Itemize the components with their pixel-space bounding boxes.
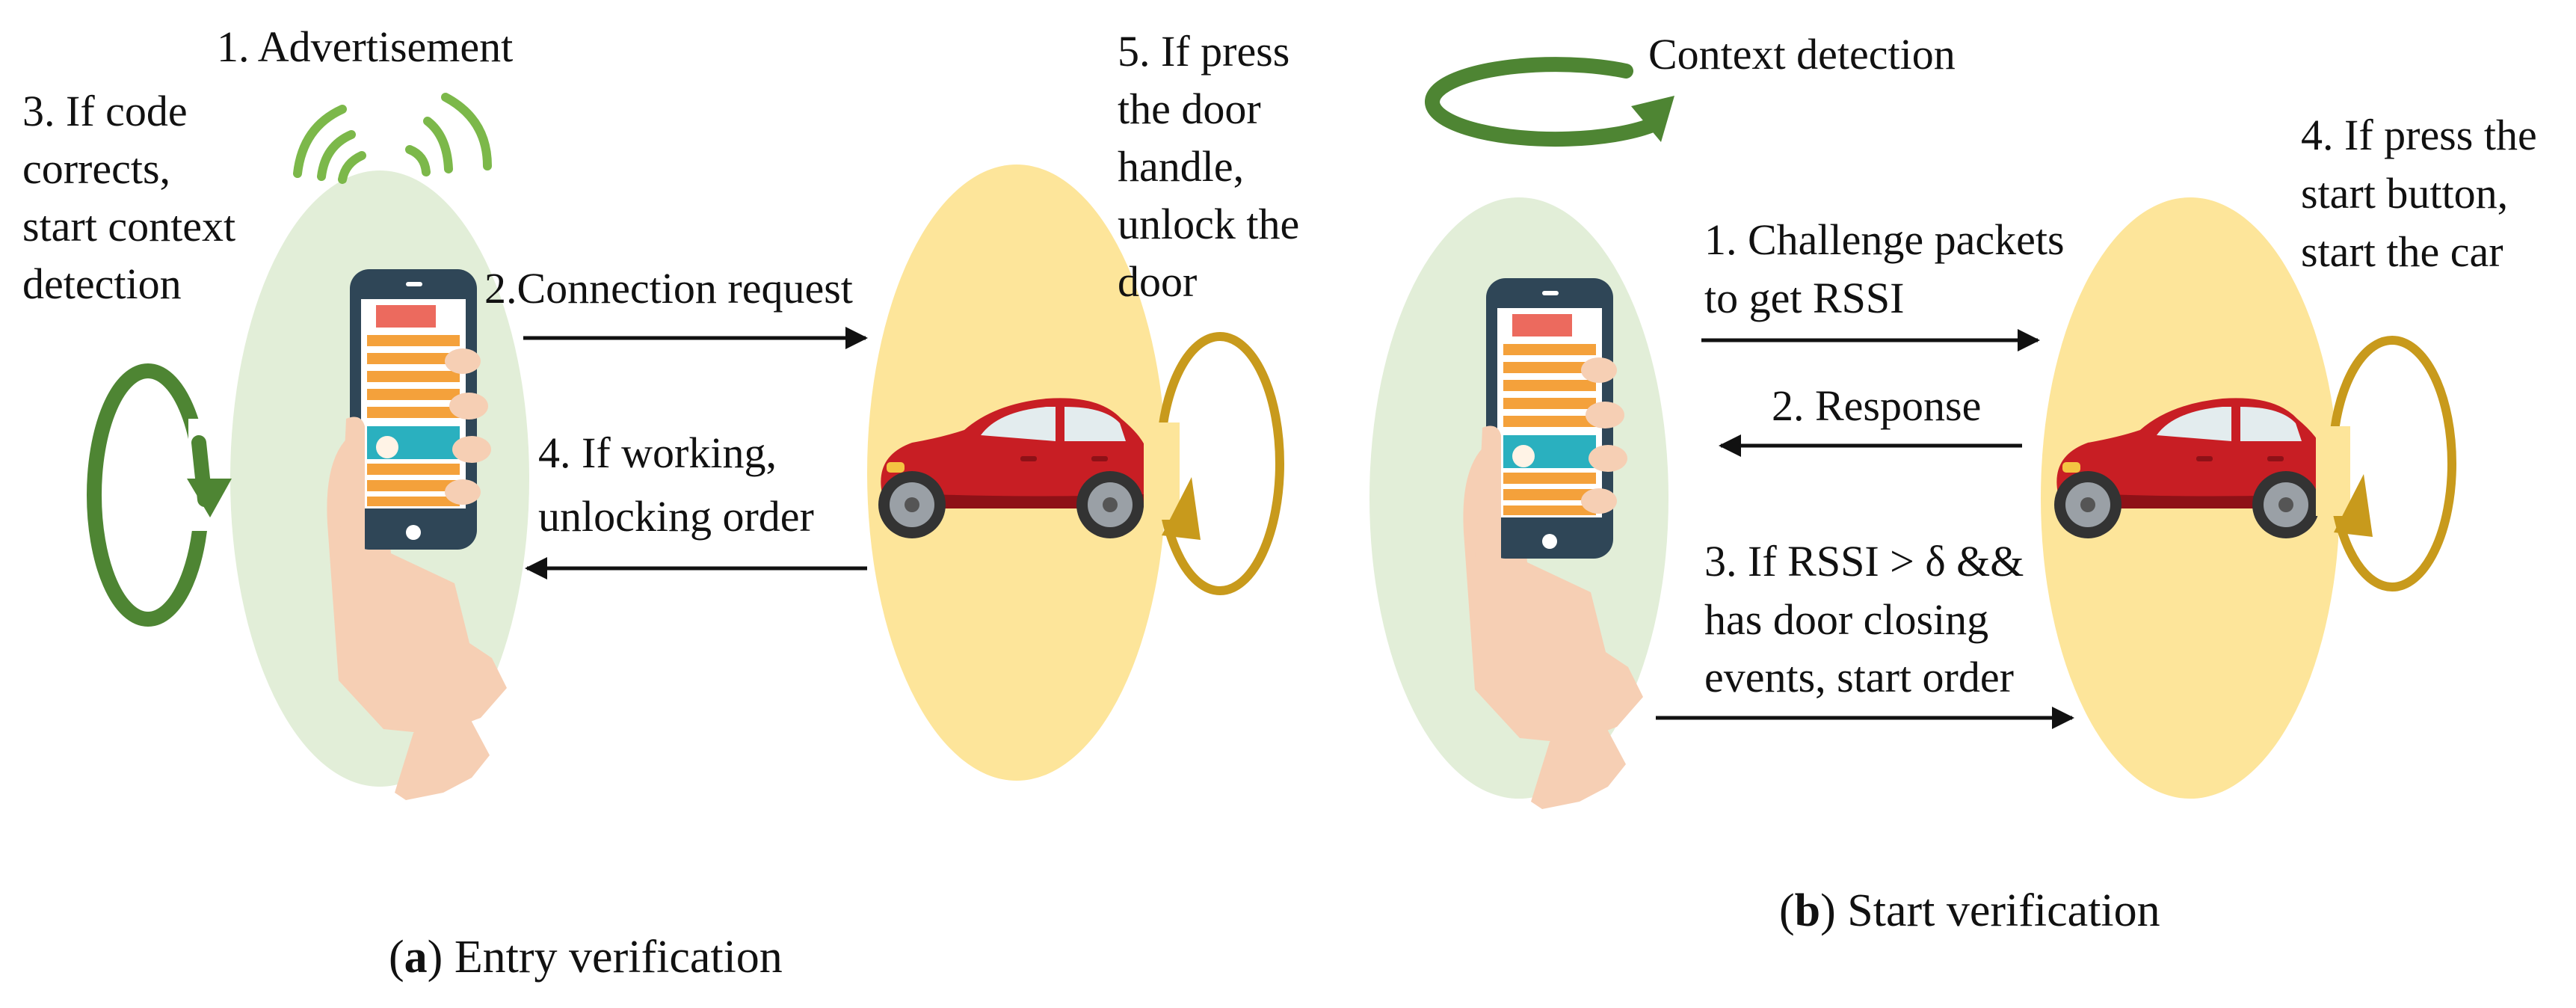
start-car-loop-icon: [2316, 336, 2456, 591]
panel-a-entry-verification: 1. Advertisement 2.Connection request 3.…: [22, 22, 1310, 983]
response-label: 2. Response: [1772, 381, 1981, 430]
signal-waves-icon: [293, 93, 492, 184]
unlocking-order-label: 4. If working, unlocking order: [538, 428, 814, 541]
caption-a: (a) Entry verification: [389, 932, 783, 983]
challenge-packets-label: 1. Challenge packets to get RSSI: [1704, 215, 2075, 322]
context-detection-cycle-icon: [1425, 57, 1674, 147]
panel-b-start-verification: Context detection 1. Challenge packets t…: [1369, 30, 2548, 936]
door-handle-note: 5. If press the door handle, unlock the …: [1118, 27, 1310, 306]
context-detection-label: Context detection: [1648, 30, 1956, 79]
context-detection-loop-icon: [87, 363, 232, 627]
advertisement-label: 1. Advertisement: [217, 22, 513, 71]
caption-b: (b) Start verification: [1779, 885, 2160, 936]
connection-request-label: 2.Connection request: [484, 264, 853, 313]
start-order-label: 3. If RSSI > δ && has door closing event…: [1704, 537, 2035, 701]
start-button-note: 4. If press the start button, start the …: [2301, 111, 2548, 276]
door-unlock-loop-icon: [1144, 332, 1284, 595]
context-detection-note: 3. If code corrects, start context detec…: [22, 87, 247, 308]
